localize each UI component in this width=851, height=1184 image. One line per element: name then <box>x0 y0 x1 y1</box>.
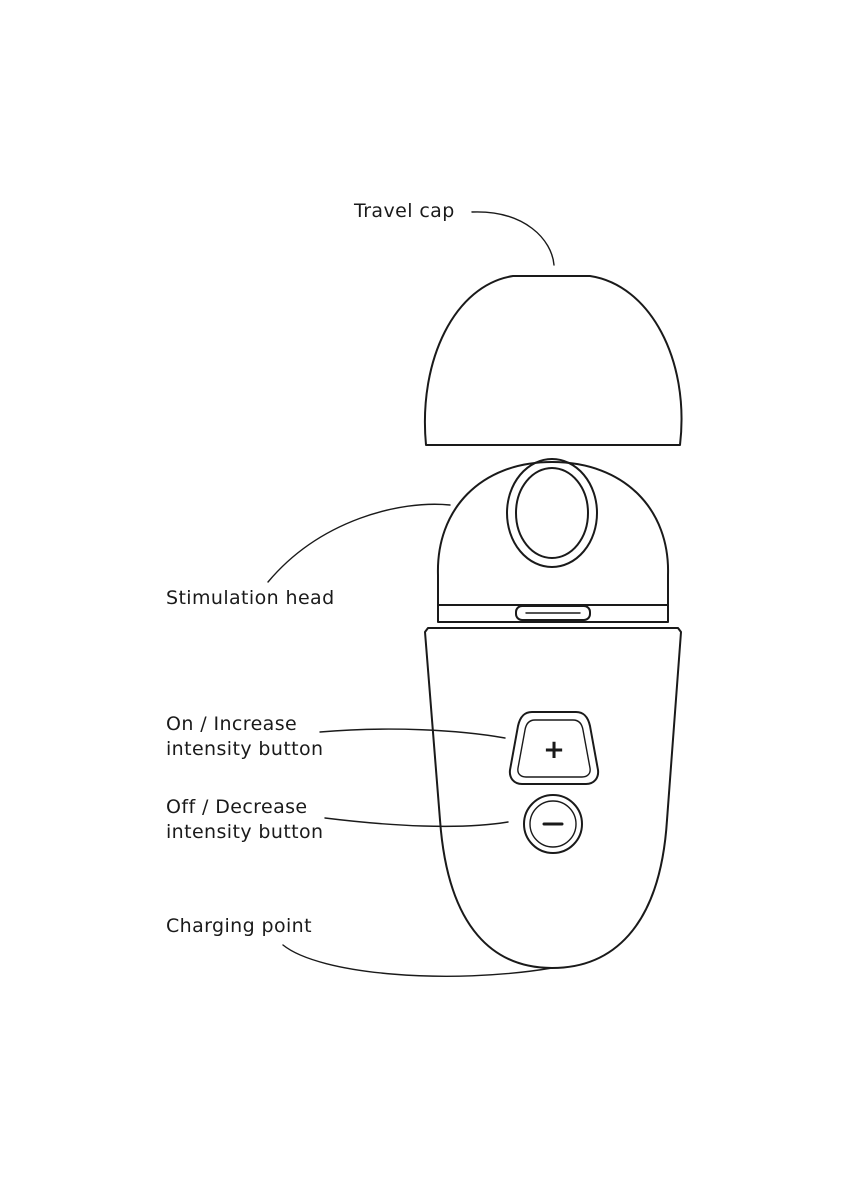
label-off-decrease-line2: intensity button <box>166 821 324 843</box>
increase-button-leader <box>319 728 506 739</box>
label-on-increase-line2: intensity button <box>166 738 324 760</box>
label-stimulation-head: Stimulation head <box>166 587 335 609</box>
decrease-button[interactable] <box>523 794 583 854</box>
label-charging-point: Charging point <box>166 915 312 937</box>
label-travel-cap: Travel cap <box>354 200 455 222</box>
plus-icon: + <box>543 735 565 765</box>
collar-latch <box>515 605 591 621</box>
decrease-button-inner <box>529 800 577 848</box>
label-on-increase-line1: On / Increase <box>166 713 298 735</box>
travel-cap <box>424 275 683 446</box>
stimulation-opening-inner <box>515 467 589 559</box>
increase-button-inner <box>517 719 591 778</box>
stimulation-head-leader <box>267 503 451 583</box>
travel-cap-leader <box>471 211 555 266</box>
collar-ring <box>437 604 669 623</box>
label-off-decrease-line1: Off / Decrease <box>166 796 308 818</box>
charging-point-leader <box>282 944 553 977</box>
decrease-button-leader <box>324 817 509 828</box>
device-body <box>424 627 682 969</box>
stimulation-head <box>436 461 670 606</box>
stimulation-opening-outer <box>506 458 598 568</box>
increase-button[interactable] <box>508 711 600 785</box>
